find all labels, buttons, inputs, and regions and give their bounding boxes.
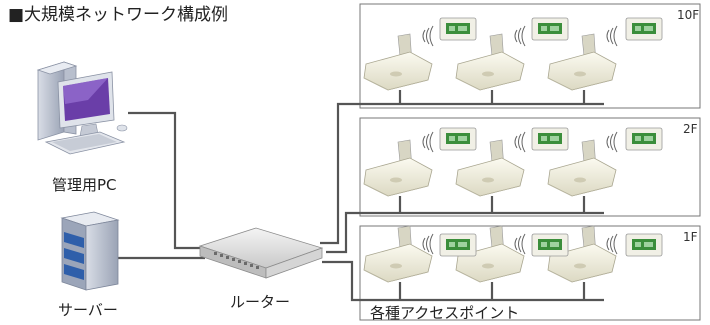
sensor-device-icon [439,127,477,151]
server-label: サーバー [58,301,118,319]
sensor-device-icon [439,17,477,41]
sensor-device-icon [625,127,663,151]
pc-icon [36,61,128,155]
floor-label-10f: 10F [677,8,700,22]
sensor-device-icon [531,127,569,151]
diagram-title: ■大規模ネットワーク構成例 [8,5,229,25]
access-points-label: 各種アクセスポイント [370,304,520,322]
sensor-device-icon [439,233,477,257]
network-cables [118,90,604,302]
pc-label: 管理用PC [52,176,117,194]
router-icon [198,227,324,279]
sensor-device-icon [531,17,569,41]
server-icon [60,211,120,291]
sensor-device-icon [625,233,663,257]
floor-label-1f: 1F [683,230,698,244]
floor-label-2f: 2F [683,122,698,136]
sensor-device-icon [531,233,569,257]
router-label: ルーター [230,293,291,311]
sensor-device-icon [625,17,663,41]
